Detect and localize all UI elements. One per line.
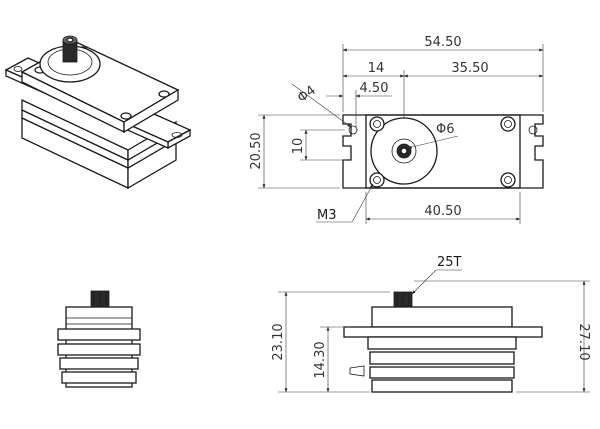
dim-body-height: 20.50 — [249, 132, 264, 169]
top-view-dimensions: 54.50 14 35.50 4.50 Φ4 Φ6 20.50 10 40.50… — [249, 35, 544, 224]
dim-hole-dia: Φ4 — [295, 83, 319, 106]
isometric-view — [4, 35, 192, 190]
dim-height-overall: 27.10 — [576, 323, 591, 360]
dim-hole-spacing: 10 — [291, 138, 306, 155]
side-view-dimensions: 23.10 14.30 27.10 25T — [271, 255, 591, 393]
spline-label: 25T — [437, 255, 462, 270]
dim-body-length: 40.50 — [424, 204, 461, 219]
front-view — [57, 290, 141, 388]
dim-height-tab: 14.30 — [313, 341, 328, 378]
dim-overall-length: 54.50 — [424, 35, 461, 50]
dim-height-body: 23.10 — [271, 323, 286, 360]
screw-label: M3 — [317, 208, 337, 223]
top-view — [342, 114, 544, 189]
dim-hole-span: 35.50 — [451, 61, 488, 76]
dim-tab-offset: 4.50 — [360, 81, 389, 96]
side-view — [343, 291, 543, 393]
dim-output-dia: Φ6 — [436, 122, 455, 137]
dim-offset-left: 14 — [368, 61, 385, 76]
